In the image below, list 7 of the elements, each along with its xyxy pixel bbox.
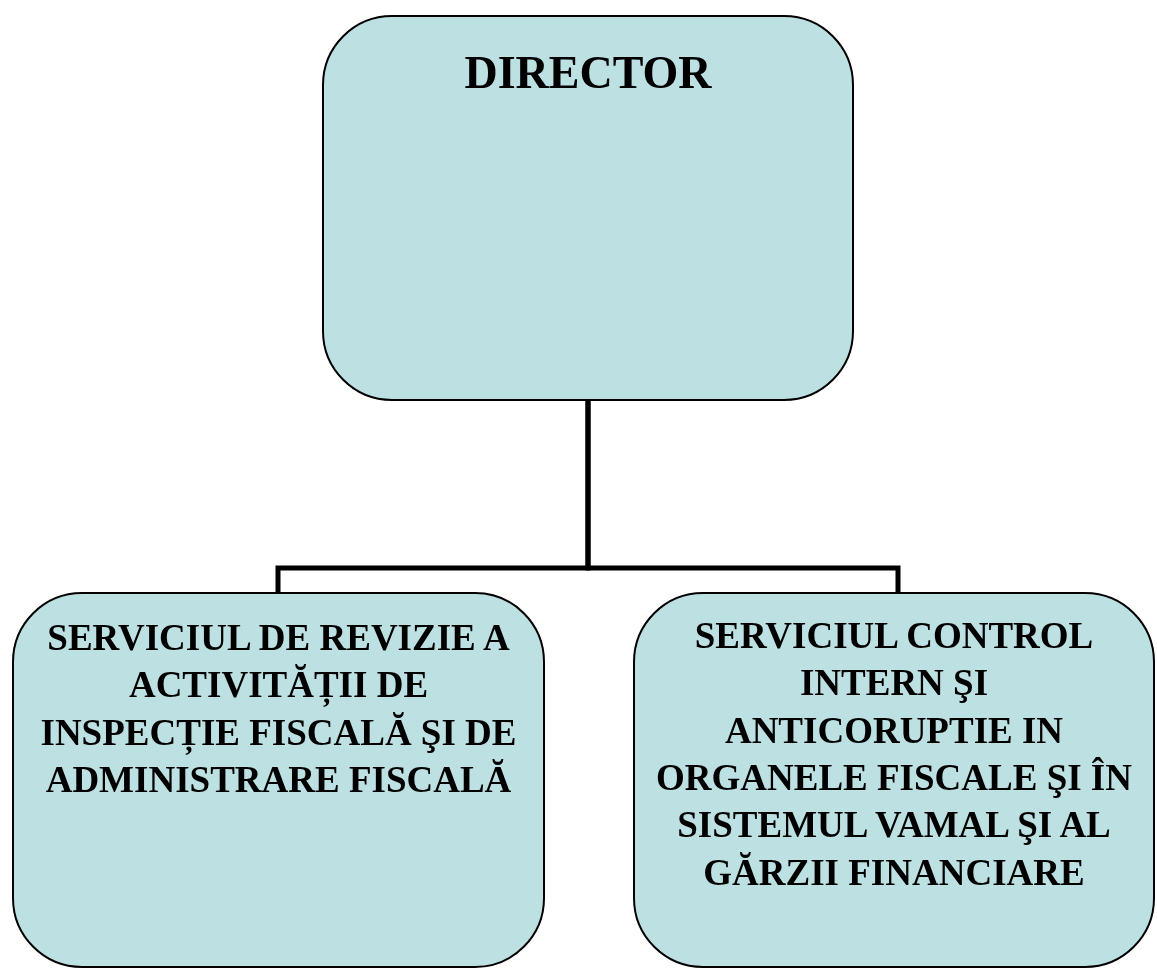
department-name: SERVICIUL CONTROL INTERN ŞI ANTICORUPTIE IN ORGANELE FISCALE ŞI ÎN SISTEMUL VAMAL ŞI AL GĂRZII FINANCIARE [655,614,1133,895]
director-box [322,15,854,401]
connector-line [585,401,901,592]
department-box [633,592,1155,968]
department-name: SERVICIUL DE REVIZIE A ACTIVITĂȚII DE INSPECȚIE FISCALĂ ŞI DE ADMINISTRARE FISCALĂ [39,616,518,803]
role-title: DIRECTOR [463,47,713,100]
department-box [12,592,545,968]
